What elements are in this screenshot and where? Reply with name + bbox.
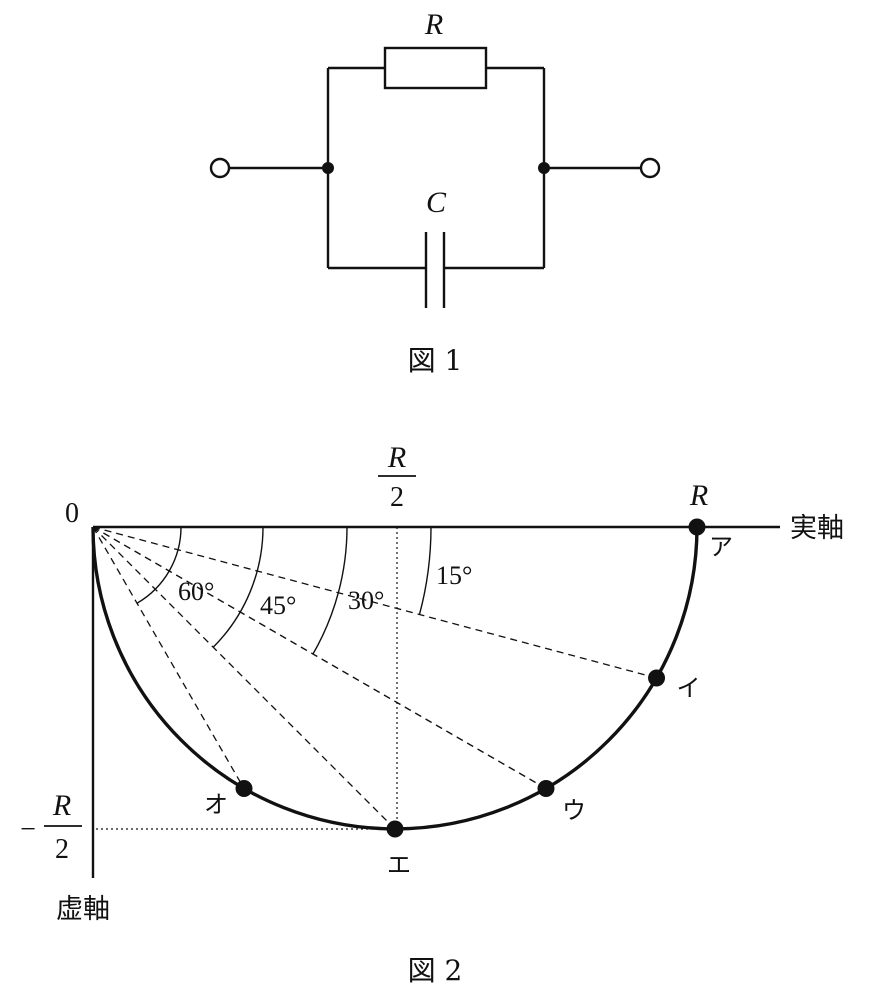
angle-label-60: 60° bbox=[178, 577, 214, 606]
neg-half-R-denominator: 2 bbox=[55, 834, 69, 865]
angle-arc-30 bbox=[312, 526, 348, 655]
angle-arc-60 bbox=[136, 526, 182, 604]
angle-labels: 15° 30° 45° 60° bbox=[178, 561, 472, 620]
right-terminal bbox=[639, 157, 661, 179]
locus-points bbox=[235, 518, 706, 838]
figure1-caption: 図 1 bbox=[408, 344, 463, 377]
point-label-u: ウ bbox=[562, 797, 586, 825]
origin-label: 0 bbox=[65, 498, 79, 529]
angle-label-45: 45° bbox=[260, 591, 296, 620]
circuit-diagram bbox=[209, 46, 661, 308]
half-R-numerator: R bbox=[387, 441, 406, 474]
resistor bbox=[383, 46, 488, 90]
half-R-denominator: 2 bbox=[390, 482, 404, 513]
imaginary-axis-label: 虚軸 bbox=[56, 894, 110, 925]
point-label-o: オ bbox=[204, 791, 228, 819]
angle-label-15: 15° bbox=[436, 561, 472, 590]
point-o bbox=[235, 780, 253, 798]
capacitor-label: C bbox=[426, 186, 447, 219]
point-i bbox=[648, 669, 666, 687]
neg-half-R-numerator: R bbox=[52, 789, 71, 822]
neg-sign: − bbox=[20, 814, 36, 845]
angle-arcs bbox=[136, 526, 432, 655]
angle-label-30: 30° bbox=[348, 586, 384, 615]
R-label: R bbox=[689, 479, 708, 512]
right-junction bbox=[538, 162, 550, 174]
impedance-semicircle bbox=[91, 526, 699, 831]
resistor-label: R bbox=[424, 8, 443, 41]
real-axis-label: 実軸 bbox=[790, 513, 844, 544]
ray-to-point-o bbox=[92, 526, 245, 789]
angle-rays bbox=[92, 526, 657, 830]
point-a bbox=[688, 518, 706, 536]
point-label-e: エ bbox=[387, 851, 411, 879]
point-u bbox=[537, 780, 555, 798]
left-junction bbox=[322, 162, 334, 174]
angle-arc-15 bbox=[418, 526, 432, 615]
angle-arc-45 bbox=[212, 526, 264, 648]
point-label-a: ア bbox=[709, 533, 733, 561]
figure2-caption: 図 2 bbox=[408, 954, 463, 987]
ray-to-point-u bbox=[92, 526, 547, 790]
point-label-i: イ bbox=[677, 674, 701, 702]
ray-to-point-i bbox=[92, 526, 657, 679]
left-terminal bbox=[209, 157, 231, 179]
point-e bbox=[386, 820, 404, 838]
